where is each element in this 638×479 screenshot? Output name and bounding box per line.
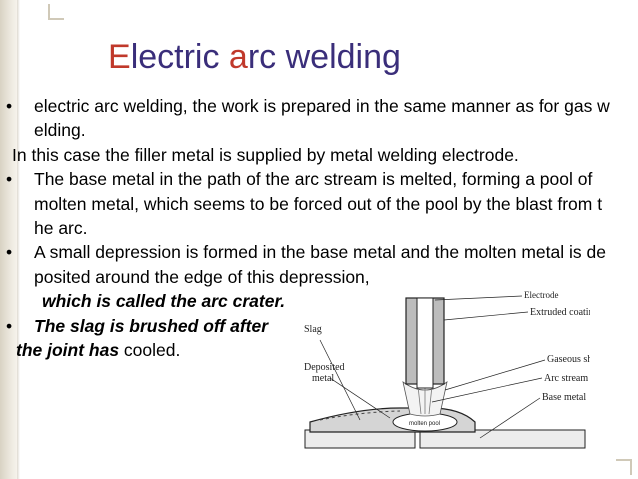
electrode-core bbox=[416, 297, 434, 389]
title-part: lectric bbox=[130, 38, 229, 76]
bullet-marker: • bbox=[6, 96, 13, 116]
joint-emphasis: the joint has bbox=[16, 340, 120, 361]
paragraph-5-continuation: the joint has cooled. bbox=[6, 338, 611, 362]
bullet-marker: • bbox=[6, 315, 13, 336]
slag-emphasis: The slag is brushed off after bbox=[34, 315, 269, 336]
arc-stream-lines bbox=[417, 385, 433, 415]
arc-welding-diagram: molten pool Electrode Extruded coating G… bbox=[304, 290, 590, 449]
coating-leader bbox=[443, 311, 529, 321]
slide-body: • electric arc welding, the work is prep… bbox=[6, 94, 611, 362]
deposited-label-line1: Deposited bbox=[304, 362, 345, 373]
shield-leader bbox=[444, 359, 546, 391]
deposited-leader bbox=[329, 377, 391, 419]
paragraph-text: The base metal in the path of the arc st… bbox=[34, 169, 603, 239]
gaseous-shield-label: Gaseous shield bbox=[547, 354, 590, 365]
paragraph-4-text: A small depression is formed in the base… bbox=[34, 242, 606, 287]
electrode-leader bbox=[434, 295, 523, 301]
paragraph-text: electric arc welding, the work is prepar… bbox=[34, 96, 610, 141]
bullet-marker: • bbox=[6, 169, 13, 190]
electrode-label: Electrode bbox=[524, 290, 558, 300]
title-first-letter: E bbox=[108, 38, 131, 76]
arc-crater-emphasis: which is called the arc crater. bbox=[42, 291, 286, 312]
bullet-paragraph-5: • The slag is brushed off after bbox=[6, 314, 611, 338]
cooled-text: cooled. bbox=[119, 340, 181, 361]
arc-leader bbox=[431, 377, 543, 403]
bullet-paragraph-1: • electric arc welding, the work is prep… bbox=[6, 94, 611, 143]
bullet-paragraph-3: • The base metal in the path of the arc … bbox=[6, 167, 611, 240]
molten-pool-label: molten pool bbox=[409, 421, 440, 427]
left-decorative-band bbox=[0, 0, 20, 479]
paragraph-text: A small depression is formed in the base… bbox=[34, 240, 611, 313]
plain-paragraph-2: In this case the filler metal is supplie… bbox=[12, 144, 519, 165]
extruded-coating-label: Extruded coating bbox=[530, 307, 590, 318]
title-accent-letter: a bbox=[228, 38, 248, 76]
base-leader bbox=[479, 397, 541, 439]
bullet-paragraph-4: • A small depression is formed in the ba… bbox=[6, 240, 611, 313]
deposited-label-line2: metal bbox=[312, 373, 334, 384]
slide-title: Electric arc welding bbox=[108, 38, 401, 77]
corner-bracket-bottom bbox=[616, 459, 632, 475]
slag-leader bbox=[319, 339, 361, 421]
title-rest: rc welding bbox=[247, 38, 401, 76]
base-metal-plate-left bbox=[304, 429, 416, 449]
slag-layer bbox=[319, 410, 401, 421]
base-metal-plate-right bbox=[419, 429, 586, 449]
base-metal-label: Base metal bbox=[542, 392, 586, 403]
arc-stream-label: Arc stream bbox=[544, 373, 588, 384]
bullet-marker: • bbox=[6, 242, 13, 263]
corner-bracket-top bbox=[48, 4, 64, 20]
slag-label: Slag bbox=[304, 324, 322, 335]
